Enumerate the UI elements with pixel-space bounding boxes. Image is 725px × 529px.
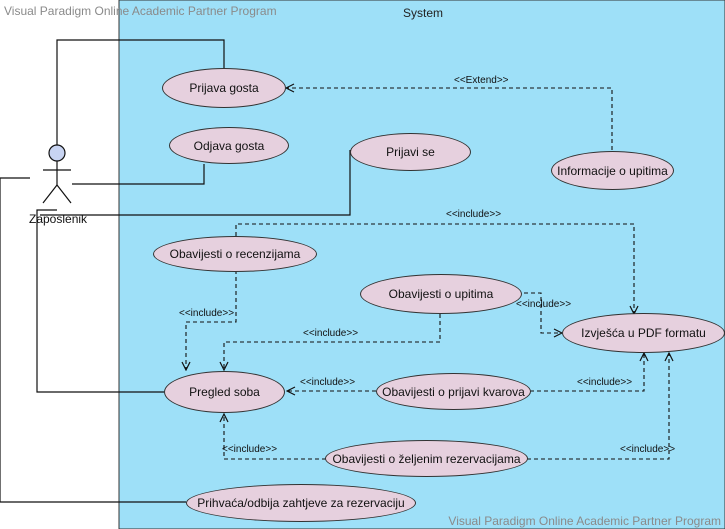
usecase-izvjesca-u-pdf[interactable]: Izvješća u PDF formatu: [562, 313, 725, 353]
include-upitima-izvjesca: [517, 292, 562, 333]
system-title: System: [403, 6, 444, 20]
assoc-prijava-gosta: [56, 39, 225, 145]
actor-label: Zaposlenik: [29, 212, 88, 226]
usecase-pregled-soba[interactable]: Pregled soba: [164, 371, 285, 413]
label-include-recenzije-pregled: <<include>>: [179, 308, 235, 319]
include-recenzije-pregled: [186, 270, 237, 370]
assoc-prihvaca-odbija: [0, 177, 186, 503]
usecase-odjava-gosta[interactable]: Odjava gosta: [169, 127, 289, 164]
include-rezervacije-izvjesca: [527, 353, 669, 460]
label-include-kvarova-pregled: <<include>>: [300, 377, 356, 388]
label-include-upitima-izvjesca: <<include>>: [516, 299, 572, 310]
include-upitima-pregled: [224, 314, 441, 370]
include-rezervacije-pregled: [224, 414, 326, 460]
label-include-recenzije-izvjesca: <<include>>: [446, 209, 502, 220]
include-recenzije-izvjesca: [235, 223, 634, 314]
assoc-pregled-soba: [36, 209, 164, 393]
usecase-obavijesti-o-zeljenim-rezervacijama[interactable]: Obavijesti o željenim rezervacijama: [325, 440, 528, 477]
label-include-rezervacije-izvjesca: <<include>>: [620, 444, 676, 455]
usecase-prijavi-se[interactable]: Prijavi se: [350, 133, 471, 171]
usecase-prihvaca-odbija[interactable]: Prihvaća/odbija zahtjeve za rezervaciju: [186, 484, 416, 522]
label-extend: <<Extend>>: [454, 75, 509, 86]
assoc-prijavi-se: [40, 150, 351, 216]
usecase-obavijesti-o-upitima[interactable]: Obavijesti o upitima: [360, 274, 522, 314]
watermark-bottom: Visual Paradigm Online Academic Partner …: [448, 514, 721, 528]
watermark-top: Visual Paradigm Online Academic Partner …: [4, 4, 277, 18]
usecase-obavijesti-o-recenzijama[interactable]: Obavijesti o recenzijama: [153, 236, 317, 272]
label-include-rezervacije-pregled: <<include>>: [222, 444, 278, 455]
label-include-kvarova-izvjesca: <<include>>: [577, 377, 633, 388]
assoc-odjava-gosta: [72, 164, 205, 185]
usecase-informacije-o-upitima[interactable]: Informacije o upitima: [551, 151, 674, 190]
include-kvarova-izvjesca: [530, 353, 644, 392]
usecase-prijava-gosta[interactable]: Prijava gosta: [162, 68, 286, 108]
usecase-obavijesti-o-prijavi-kvarova[interactable]: Obavijesti o prijavi kvarova: [376, 373, 531, 410]
label-include-upitima-pregled: <<include>>: [303, 328, 359, 339]
actor-figure: [42, 144, 72, 204]
